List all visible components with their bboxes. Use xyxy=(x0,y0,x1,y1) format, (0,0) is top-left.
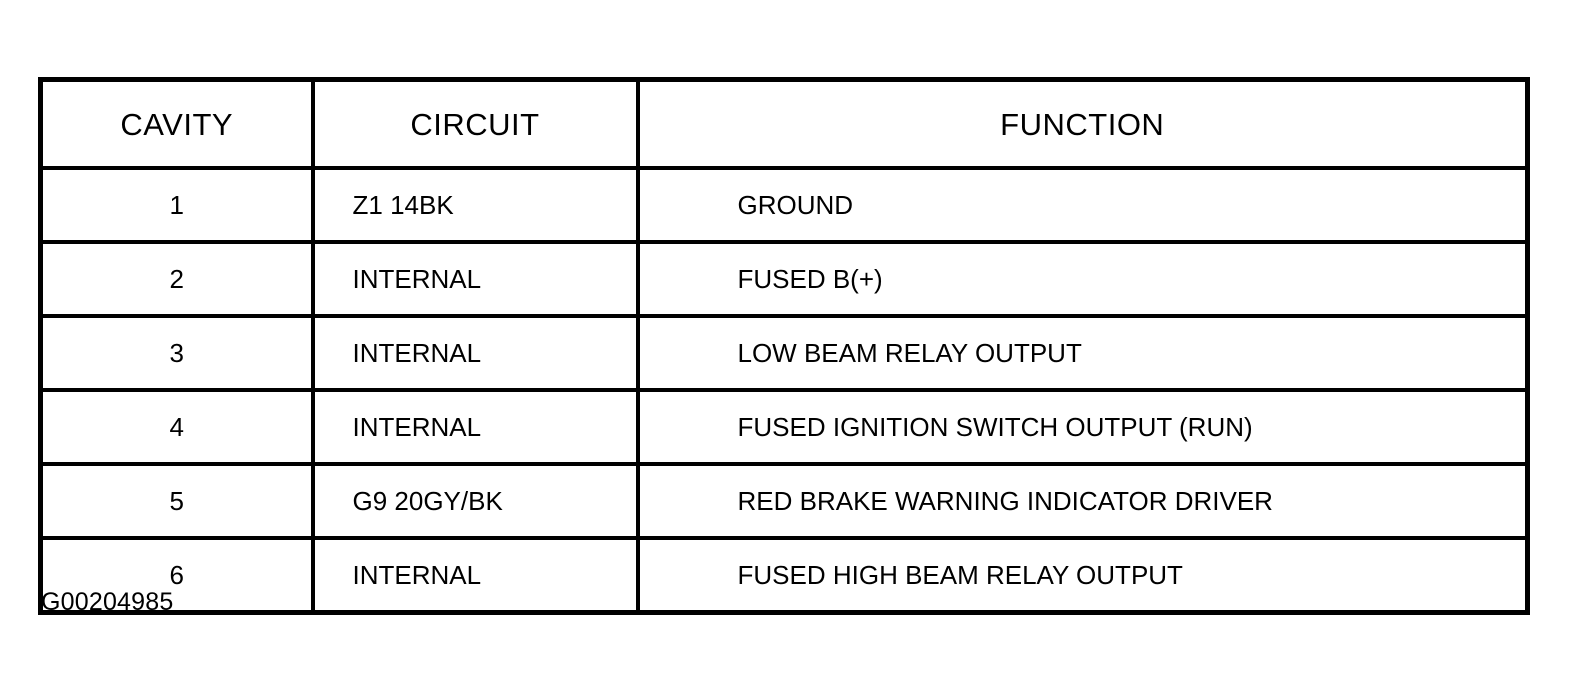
connector-pinout-table: CAVITY CIRCUIT FUNCTION 1 Z1 14BK GROUND… xyxy=(38,77,1530,615)
cell-cavity: 4 xyxy=(40,390,315,466)
column-header-cavity: CAVITY xyxy=(40,79,315,170)
table-row: 2 INTERNAL FUSED B(+) xyxy=(40,242,1528,318)
table-body: 1 Z1 14BK GROUND 2 INTERNAL FUSED B(+) 3… xyxy=(40,168,1528,613)
cell-cavity: 2 xyxy=(40,242,315,318)
cell-circuit: INTERNAL xyxy=(312,390,640,466)
cell-circuit: Z1 14BK xyxy=(312,168,640,244)
cell-cavity: 5 xyxy=(40,464,315,540)
cell-cavity: 1 xyxy=(40,168,315,244)
cell-circuit: INTERNAL xyxy=(312,538,640,613)
table-row: 6 INTERNAL FUSED HIGH BEAM RELAY OUTPUT xyxy=(40,538,1528,613)
table-row: 1 Z1 14BK GROUND xyxy=(40,168,1528,244)
cell-function: FUSED IGNITION SWITCH OUTPUT (RUN) xyxy=(637,390,1528,466)
table-row: 4 INTERNAL FUSED IGNITION SWITCH OUTPUT … xyxy=(40,390,1528,466)
cell-cavity: 3 xyxy=(40,316,315,392)
column-header-function: FUNCTION xyxy=(637,79,1528,170)
cell-function: FUSED B(+) xyxy=(637,242,1528,318)
cell-cavity: 6 xyxy=(40,538,315,613)
table-row: 5 G9 20GY/BK RED BRAKE WARNING INDICATOR… xyxy=(40,464,1528,540)
cell-function: RED BRAKE WARNING INDICATOR DRIVER xyxy=(637,464,1528,540)
cell-circuit: INTERNAL xyxy=(312,316,640,392)
cell-function: FUSED HIGH BEAM RELAY OUTPUT xyxy=(637,538,1528,613)
column-header-circuit: CIRCUIT xyxy=(312,79,640,170)
cell-function: LOW BEAM RELAY OUTPUT xyxy=(637,316,1528,392)
table-header: CAVITY CIRCUIT FUNCTION xyxy=(40,79,1528,170)
table-row: 3 INTERNAL LOW BEAM RELAY OUTPUT xyxy=(40,316,1528,392)
cell-circuit: G9 20GY/BK xyxy=(312,464,640,540)
cell-circuit: INTERNAL xyxy=(312,242,640,318)
header-row: CAVITY CIRCUIT FUNCTION xyxy=(40,79,1528,170)
cell-function: GROUND xyxy=(637,168,1528,244)
figure-caption: G00204985 xyxy=(41,588,174,616)
